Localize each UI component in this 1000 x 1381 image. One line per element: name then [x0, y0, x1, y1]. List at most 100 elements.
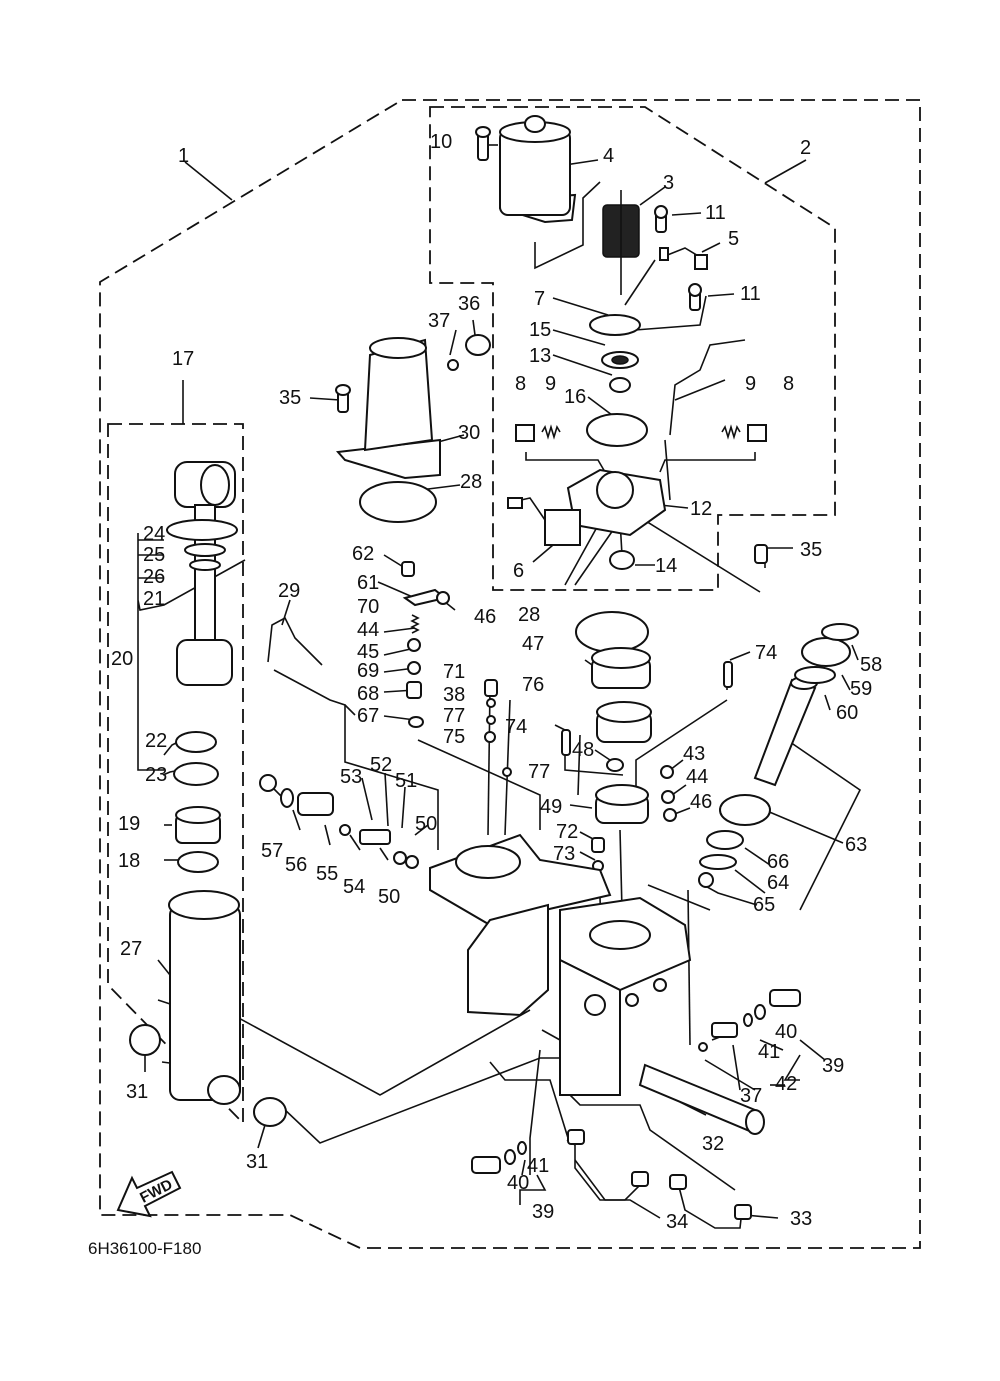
label-2: 2 [800, 137, 811, 159]
label-64: 64 [767, 872, 789, 894]
part-46 [663, 808, 677, 822]
label-28b: 28 [518, 604, 540, 626]
label-46a: 46 [474, 606, 496, 628]
leader-lines [137, 144, 862, 1219]
label-60: 60 [836, 702, 858, 724]
label-7: 7 [534, 288, 545, 310]
part-72 [591, 837, 605, 853]
o-ring-part-28b [575, 611, 649, 653]
switch-part [507, 497, 581, 546]
label-31a: 31 [126, 1081, 148, 1103]
label-76: 76 [522, 674, 544, 696]
label-12: 12 [690, 498, 712, 520]
label-55: 55 [316, 863, 338, 885]
label-5: 5 [728, 228, 739, 250]
reservoir-part [335, 337, 441, 480]
label-67: 67 [357, 705, 379, 727]
label-74b: 74 [505, 716, 527, 738]
label-53: 53 [340, 766, 362, 788]
label-13: 13 [529, 345, 551, 367]
screw-part-74b [561, 729, 571, 756]
label-1: 1 [178, 145, 189, 167]
armature-part [602, 190, 640, 295]
brush-holder-part [659, 247, 708, 270]
label-51: 51 [395, 770, 417, 792]
label-66: 66 [767, 851, 789, 873]
label-45: 45 [357, 641, 379, 663]
grommet-part [609, 550, 635, 570]
parts [116, 115, 859, 1229]
tilt-rod-part [166, 461, 238, 686]
label-48: 48 [572, 739, 594, 761]
label-11b: 11 [740, 283, 761, 305]
label-8b: 8 [783, 373, 794, 395]
label-18: 18 [118, 850, 140, 872]
label-37b: 37 [740, 1085, 762, 1107]
pipe-fitting-33a [669, 1174, 687, 1190]
boundary-motor-assembly-2 [429, 106, 836, 591]
label-61: 61 [357, 572, 379, 594]
fitting-parts-bottom [471, 1141, 527, 1174]
label-52: 52 [370, 754, 392, 776]
label-44b: 44 [686, 766, 708, 788]
o-ring-part-16 [586, 413, 648, 447]
label-42: 42 [775, 1073, 797, 1095]
trim-tilt-housing-part [429, 833, 692, 1096]
label-4: 4 [603, 145, 614, 167]
plate-seal-bearing-parts [589, 314, 641, 393]
label-36: 36 [458, 293, 480, 315]
pipe-part-29 [267, 616, 323, 666]
shaft-part [638, 1063, 765, 1135]
label-20: 20 [111, 648, 133, 670]
label-37a: 37 [428, 310, 450, 332]
label-49: 49 [540, 796, 562, 818]
bolt-parts-top [335, 334, 768, 564]
label-44a: 44 [357, 619, 379, 641]
label-63: 63 [845, 834, 867, 856]
label-72: 72 [556, 821, 578, 843]
check-valve-parts [484, 679, 512, 777]
label-50b: 50 [378, 886, 400, 908]
boundary-tilt-cylinder-17 [107, 423, 244, 1126]
label-35b: 35 [800, 539, 822, 561]
label-40a: 40 [775, 1021, 797, 1043]
label-26: 26 [143, 566, 165, 588]
label-16: 16 [564, 386, 586, 408]
part-number-labels: 1 2 3 4 5 6 7 8 8 9 9 10 11 11 12 13 14 … [111, 131, 882, 1233]
label-11a: 11 [705, 202, 726, 224]
label-32: 32 [702, 1133, 724, 1155]
o-ring-part-28a [359, 481, 437, 523]
lead-wire-part [664, 339, 746, 501]
cylinder-cap-part-19 [175, 806, 221, 844]
label-27: 27 [120, 938, 142, 960]
label-56: 56 [285, 854, 307, 876]
label-41a: 41 [758, 1041, 780, 1063]
label-77a: 77 [443, 705, 465, 727]
label-22: 22 [145, 730, 167, 752]
pipe-fitting-34b [631, 1171, 649, 1187]
valve-small-parts [401, 561, 450, 728]
screw-parts [475, 126, 702, 311]
label-68: 68 [357, 683, 379, 705]
label-31b: 31 [246, 1151, 268, 1173]
pipe-fitting-34a [567, 1129, 585, 1145]
label-34: 34 [666, 1211, 688, 1233]
label-21: 21 [143, 588, 165, 610]
label-28a: 28 [460, 471, 482, 493]
label-50a: 50 [415, 813, 437, 835]
label-41b: 41 [527, 1155, 549, 1177]
label-6: 6 [513, 560, 524, 582]
bush-part-31a [129, 1024, 161, 1056]
o-ring-part-18 [177, 851, 219, 873]
label-3: 3 [663, 172, 674, 194]
pipe-part-33 [677, 1182, 743, 1229]
label-47: 47 [522, 633, 544, 655]
label-40b: 40 [507, 1172, 529, 1194]
label-62: 62 [352, 543, 374, 565]
fitting-parts-right [698, 989, 801, 1052]
label-46b: 46 [690, 791, 712, 813]
label-9b: 9 [745, 373, 756, 395]
screw-part-74a [723, 661, 733, 688]
label-59: 59 [850, 678, 872, 700]
